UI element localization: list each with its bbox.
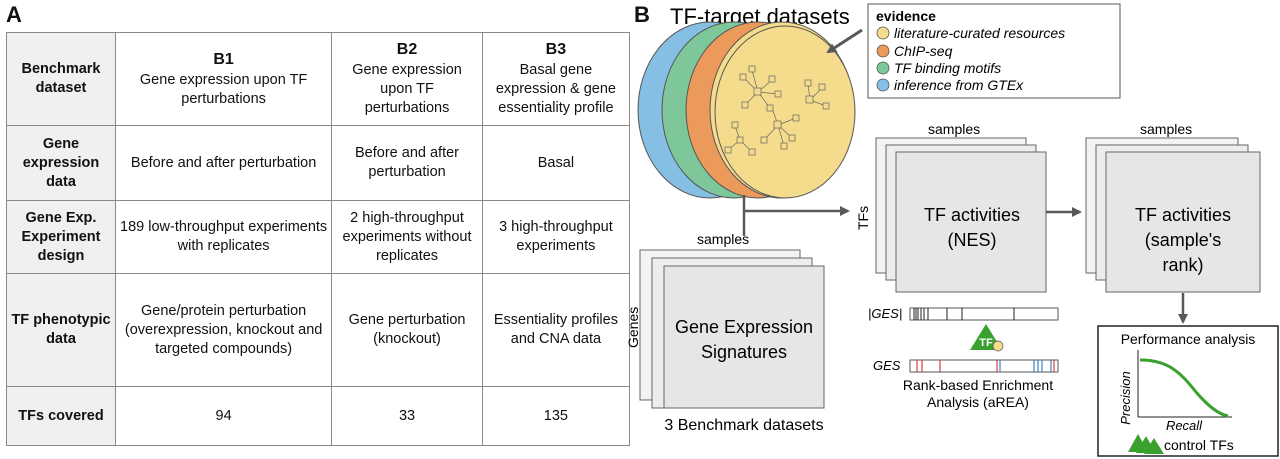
tfs-axis-label: TFs [855,206,871,230]
table-row: Gene Exp. Experiment design 189 low-thro… [6,200,631,274]
evidence-legend: evidence literature-curated resources Ch… [867,3,1121,99]
rank-title-line2: (sample's [1145,230,1221,250]
performance-title: Performance analysis [1121,331,1256,347]
column-header-b3: B3 Basal gene expression & gene essentia… [481,32,631,126]
legend-label-chipseq: ChIP-seq [894,43,953,59]
gene-expression-signatures: samples Genes Gene Expression Signatures… [625,231,825,434]
column-id: B3 [545,41,567,58]
table-cell: 3 high-throughput experiments [481,200,631,274]
evidence-heading: evidence [876,8,936,24]
table-row: TF phenotypic data Gene/protein perturba… [6,273,631,387]
nes-samples-label: samples [928,121,980,137]
table-row: Benchmark dataset B1 Gene expression upo… [6,32,631,126]
legend-label-motifs: TF binding motifs [894,60,1001,76]
nes-title-line1: TF activities [924,205,1020,225]
table-cell: 189 low-throughput experiments with repl… [114,200,333,274]
evidence-legend-box [867,3,1121,99]
table-cell: 33 [331,386,483,446]
tf-activities-nes: samples TFs TF activities (NES) [855,121,1047,293]
ges-samples-label: samples [697,231,749,247]
column-header-b2: B2 Gene expression upon TF perturbations [331,32,483,126]
ges-title-line2: Signatures [701,342,787,362]
row-header: TF phenotypic data [6,273,116,387]
row-header: Gene Exp. Experiment design [6,200,116,274]
table-cell: Basal [481,125,631,201]
dataset-disc-curated [714,25,856,199]
chipseq-swatch [876,44,890,58]
benchmark-table: Benchmark dataset B1 Gene expression upo… [6,32,631,446]
ges-title-line1: Gene Expression [675,317,813,337]
abs-ges-bar [909,307,1059,321]
table-row: TFs covered 94 33 135 [6,386,631,446]
row-header: Gene expression data [6,125,116,201]
area-illustration: |GES| TF GES Rank-based Enrichment Analy… [868,306,1059,410]
control-tfs-label: control TFs [1164,437,1234,453]
panel-b-label: B [634,2,650,27]
recall-axis-label: Recall [1166,418,1203,433]
legend-label-gtex: inference from GTEx [894,77,1024,93]
rank-samples-label: samples [1140,121,1192,137]
curated-swatch [876,26,890,40]
column-description: Basal gene expression & gene essentialit… [495,62,616,116]
abs-ges-label: |GES| [868,306,902,321]
rank-sheet-front [1105,151,1261,293]
table-cell: Gene/protein perturbation (overexpressio… [114,273,333,387]
target-circle [992,340,1004,352]
table-row: Gene expression data Before and after pe… [6,125,631,201]
legend-label-curated: literature-curated resources [894,25,1065,41]
table-cell: 2 high-throughput experiments without re… [331,200,483,274]
ges-hits [916,360,1055,372]
column-id: B1 [213,50,234,68]
table-cell: Essentiality profiles and CNA data [481,273,631,387]
motif-swatch [876,61,890,75]
ges-bar [909,359,1059,373]
area-caption-line1: Rank-based Enrichment [903,377,1053,393]
panel-a-label: A [6,2,22,27]
rank-title-line1: TF activities [1135,205,1231,225]
tf-activities-rank: samples TF activities (sample's rank) [1085,121,1261,293]
control-tf-triangle [1144,438,1164,454]
ges-bar-label: GES [873,358,901,373]
table-cell: Gene perturbation (knockout) [331,273,483,387]
abs-ges-hits [913,308,1015,320]
benchmark-datasets-caption: 3 Benchmark datasets [664,417,823,434]
rank-title-line3: rank) [1162,255,1203,275]
tf-target-datasets-stack [637,21,856,199]
table-cell: Before and after perturbation [114,125,333,201]
table-cell: Before and after perturbation [331,125,483,201]
performance-box [1097,325,1279,457]
table-cell: 135 [481,386,631,446]
legend-arrow [826,28,863,54]
column-id: B2 [396,41,418,58]
column-description: Gene expression upon TF perturbations [139,71,308,107]
table-cell: 94 [114,386,333,446]
nes-title-line2: (NES) [948,230,997,250]
genes-axis-label: Genes [625,307,641,348]
column-header-b1: B1 Gene expression upon TF perturbations [114,32,333,126]
gtex-swatch [876,78,890,92]
ges-sheet-front [663,265,825,409]
tf-triangle-label: TF [979,337,993,349]
row-header: TFs covered [6,386,116,446]
precision-axis-label: Precision [1118,371,1133,424]
column-description: Gene expression upon TF perturbations [352,62,462,116]
area-caption-line2: Analysis (aREA) [927,394,1029,410]
precision-recall-curve [1139,358,1229,418]
network-nodes [724,65,830,156]
nes-sheet-front [895,151,1047,293]
performance-analysis: Performance analysis Precision Recall co… [1097,325,1279,457]
